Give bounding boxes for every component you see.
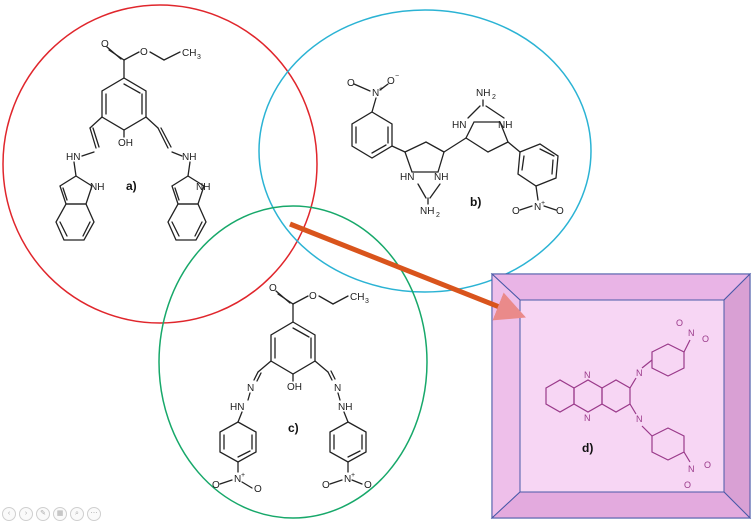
- svg-text:O: O: [364, 480, 372, 491]
- label-d: d): [582, 441, 593, 455]
- molecule-a: O O CH 3 OH HN NH NH NH: [55, 39, 210, 241]
- svg-text:−: −: [395, 73, 399, 80]
- svg-text:HN: HN: [230, 402, 244, 413]
- svg-text:O: O: [347, 78, 355, 89]
- svg-text:HN: HN: [66, 152, 80, 163]
- svg-text:N: N: [534, 202, 541, 213]
- svg-text:NH: NH: [90, 182, 104, 193]
- svg-text:O: O: [309, 291, 317, 302]
- next-icon[interactable]: ›: [19, 507, 33, 521]
- svg-text:NH: NH: [434, 172, 448, 183]
- slides-icon[interactable]: ▦: [53, 507, 67, 521]
- molecule-b: O N + O − HN NH NH 2 HN NH NH 2: [347, 73, 564, 219]
- svg-text:O: O: [101, 39, 109, 50]
- svg-text:CH: CH: [350, 292, 364, 303]
- arrow-to-d: [289, 221, 526, 321]
- svg-text:N: N: [584, 413, 591, 423]
- svg-text:N: N: [247, 383, 254, 394]
- svg-text:2: 2: [492, 94, 496, 101]
- svg-text:N: N: [688, 328, 695, 338]
- label-a: a): [126, 179, 137, 193]
- svg-text:N: N: [688, 464, 695, 474]
- svg-text:O: O: [702, 334, 709, 344]
- svg-text:N: N: [636, 414, 643, 424]
- svg-text:O: O: [254, 484, 262, 495]
- svg-text:N: N: [334, 383, 341, 394]
- svg-text:NH: NH: [420, 206, 434, 217]
- svg-text:OH: OH: [118, 138, 133, 149]
- svg-text:HN: HN: [400, 172, 414, 183]
- svg-text:O: O: [704, 460, 711, 470]
- prev-icon[interactable]: ‹: [2, 507, 16, 521]
- svg-text:O: O: [512, 206, 520, 217]
- slide-toolbar: ‹ › ✎ ▦ ⌕ ⋯: [2, 507, 101, 521]
- panel-d-box: [490, 272, 752, 520]
- svg-text:+: +: [541, 200, 545, 207]
- svg-text:NH: NH: [498, 120, 512, 131]
- svg-text:N: N: [234, 474, 241, 485]
- svg-text:N: N: [344, 474, 351, 485]
- svg-text:O: O: [556, 206, 564, 217]
- molecule-c: O O CH 3 OH N HN N NH N + O O: [212, 283, 372, 495]
- svg-text:O: O: [676, 318, 683, 328]
- svg-text:O: O: [387, 76, 395, 87]
- svg-text:NH: NH: [196, 182, 210, 193]
- svg-text:O: O: [140, 47, 148, 58]
- svg-text:N: N: [372, 88, 379, 99]
- svg-text:+: +: [351, 472, 355, 479]
- more-icon[interactable]: ⋯: [87, 507, 101, 521]
- label-c: c): [288, 421, 299, 435]
- zoom-icon[interactable]: ⌕: [70, 507, 84, 521]
- svg-text:O: O: [212, 480, 220, 491]
- svg-text:2: 2: [436, 212, 440, 219]
- circle-b: [258, 9, 592, 293]
- svg-text:3: 3: [365, 298, 369, 305]
- svg-text:CH: CH: [182, 48, 196, 59]
- circle-c: [158, 205, 428, 519]
- svg-text:O: O: [322, 480, 330, 491]
- label-b: b): [470, 195, 481, 209]
- svg-text:NH: NH: [182, 152, 196, 163]
- svg-text:O: O: [684, 480, 691, 490]
- svg-text:OH: OH: [287, 382, 302, 393]
- circle-a: [2, 4, 318, 324]
- svg-text:N: N: [636, 368, 643, 378]
- molecule-d: N N N N O O N N O O d): [545, 318, 711, 490]
- svg-text:HN: HN: [452, 120, 466, 131]
- svg-text:+: +: [241, 472, 245, 479]
- svg-text:NH: NH: [476, 88, 490, 99]
- svg-text:3: 3: [197, 54, 201, 61]
- svg-text:N: N: [584, 370, 591, 380]
- svg-text:NH: NH: [338, 402, 352, 413]
- svg-text:O: O: [269, 283, 277, 294]
- pen-icon[interactable]: ✎: [36, 507, 50, 521]
